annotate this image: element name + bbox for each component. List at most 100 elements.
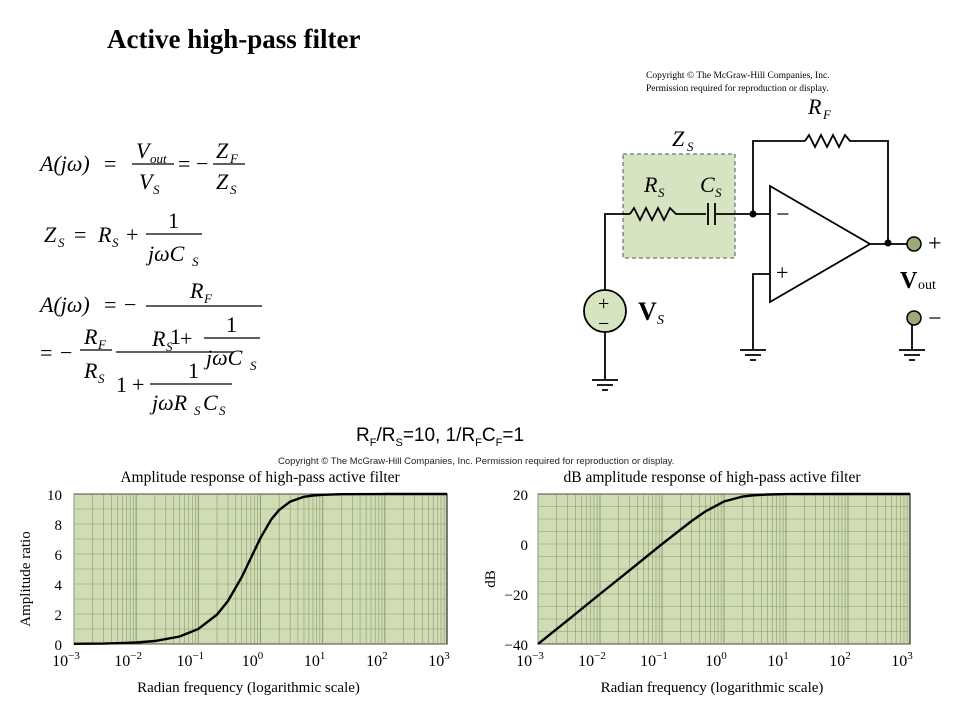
eq4-num-sub: F xyxy=(97,337,107,352)
svg-text:=: = xyxy=(178,151,190,176)
vout-plus-terminal xyxy=(906,236,922,252)
eq1-den: V xyxy=(139,169,155,194)
eq1-lhs: A(jω) xyxy=(38,151,90,176)
x-tick-label: 100 xyxy=(705,650,727,670)
eq3-r: R xyxy=(151,326,166,351)
vout-minus: − xyxy=(928,306,942,332)
y-tick-label: 2 xyxy=(55,608,63,624)
equations: A(jω) = V out V S = − Z F Z S Z S = R S … xyxy=(38,138,262,373)
vout-minus-terminal xyxy=(906,310,922,326)
eq3-inner-den: jωC xyxy=(203,345,243,370)
eq2-lhs-sub: S xyxy=(58,235,65,250)
eq4-den-sub: S xyxy=(98,371,105,386)
x-tick-label: 101 xyxy=(304,650,326,670)
eq3-num: R xyxy=(189,278,204,303)
svg-text:=: = xyxy=(40,340,52,365)
svg-text:+: + xyxy=(180,326,192,351)
cs-sub: S xyxy=(715,185,722,200)
y-tick-label: 10 xyxy=(47,488,62,504)
chart-title: dB amplitude response of high-pass activ… xyxy=(563,469,861,486)
eq2-den-sub: S xyxy=(192,254,199,269)
x-tick-label: 10−2 xyxy=(114,650,142,670)
x-axis-label: Radian frequency (logarithmic scale) xyxy=(137,680,360,696)
svg-text:−: − xyxy=(60,340,72,365)
y-tick-label: 6 xyxy=(55,548,63,564)
eq4-inner-den-c: C xyxy=(203,390,218,415)
eq4-one-plus: 1 xyxy=(116,372,127,397)
eq3-num-sub: F xyxy=(203,291,213,306)
y-tick-label: 20 xyxy=(513,488,528,504)
y-tick-label: 8 xyxy=(55,518,63,534)
eq4-inner-num: 1 xyxy=(188,358,199,383)
vout-label: V xyxy=(900,268,918,294)
eq3-lhs: A(jω) xyxy=(38,292,90,317)
svg-text:−: − xyxy=(124,292,136,317)
eq4-inner-den-sub2: S xyxy=(219,403,226,418)
svg-text:=: = xyxy=(104,151,116,176)
y-tick-label: −20 xyxy=(505,588,528,604)
eq1-den-sub: S xyxy=(153,182,160,197)
zs-sub: S xyxy=(687,139,694,154)
rs-label: R xyxy=(643,172,658,197)
rf-label: R xyxy=(807,94,822,119)
x-tick-label: 10−2 xyxy=(578,650,606,670)
y-tick-label: 0 xyxy=(55,638,63,654)
eq1-zf: Z xyxy=(216,138,229,163)
zs-box xyxy=(622,153,736,259)
eq1-zs: Z xyxy=(216,169,229,194)
eq2-r-sub: S xyxy=(112,235,119,250)
plot-copyright: Copyright © The McGraw-Hill Companies, I… xyxy=(278,456,675,467)
equation-2: Z S = R S + 1 jωC S xyxy=(44,208,202,269)
eq4-inner-den: jωR xyxy=(149,390,188,415)
x-tick-label: 102 xyxy=(366,650,388,670)
eq1-zf-sub: F xyxy=(229,151,239,166)
x-axis-label: Radian frequency (logarithmic scale) xyxy=(601,680,824,696)
vs-minus: − xyxy=(598,313,609,335)
eq4-den: R xyxy=(83,358,98,383)
svg-text:=: = xyxy=(104,292,116,317)
rs-sub: S xyxy=(658,185,665,200)
equation-1: A(jω) = V out V S = − Z F Z S xyxy=(38,138,245,197)
x-tick-label: 100 xyxy=(242,650,264,670)
response-curve xyxy=(73,492,447,645)
parameter-caption: RF/RS=10, 1/RFCF=1 xyxy=(356,425,525,449)
x-tick-label: 10−3 xyxy=(52,650,80,670)
vs-sub: S xyxy=(657,313,664,328)
rf-sub: F xyxy=(822,107,832,122)
eq4-num: R xyxy=(83,324,98,349)
eq2-num: 1 xyxy=(168,208,179,233)
opamp-minus: − xyxy=(776,202,790,228)
opamp-plus: + xyxy=(776,260,788,285)
x-tick-label: 102 xyxy=(829,650,851,670)
x-tick-label: 103 xyxy=(428,650,450,670)
cs-label: C xyxy=(700,172,715,197)
circuit-copyright-1: Copyright © The McGraw-Hill Companies, I… xyxy=(646,70,830,81)
eq4-one: 1 xyxy=(170,324,181,349)
eq1-num: V xyxy=(136,138,152,163)
eq1-num-sub: out xyxy=(150,151,167,166)
svg-text:+: + xyxy=(132,372,144,397)
circuit-diagram: Copyright © The McGraw-Hill Companies, I… xyxy=(583,70,942,391)
response-curve xyxy=(537,492,910,645)
eq3-r-sub: S xyxy=(166,339,173,354)
vout-plus: + xyxy=(928,231,942,257)
eq3-inner-den-sub: S xyxy=(250,358,257,373)
x-tick-label: 10−1 xyxy=(176,650,204,670)
vout-sub: out xyxy=(918,278,936,293)
equation-3: A(jω) = − R F R S + 1 jωC S xyxy=(38,278,262,373)
vs-plus: + xyxy=(598,293,609,315)
y-axis-label: Amplitude ratio xyxy=(18,531,34,626)
x-tick-label: 101 xyxy=(767,650,789,670)
y-tick-label: 0 xyxy=(521,538,529,554)
eq3-inner-num: 1 xyxy=(226,312,237,337)
y-tick-label: −40 xyxy=(505,638,528,654)
eq2-den: jωC xyxy=(145,241,185,266)
eq2-r: R xyxy=(97,222,112,247)
eq2-lhs: Z xyxy=(44,222,57,247)
chart-title: Amplitude response of high-pass active f… xyxy=(120,469,400,486)
equation-4: = − R F R S 1 1 + 1 jωR S C S xyxy=(40,324,234,418)
y-axis-label: dB xyxy=(483,570,499,588)
